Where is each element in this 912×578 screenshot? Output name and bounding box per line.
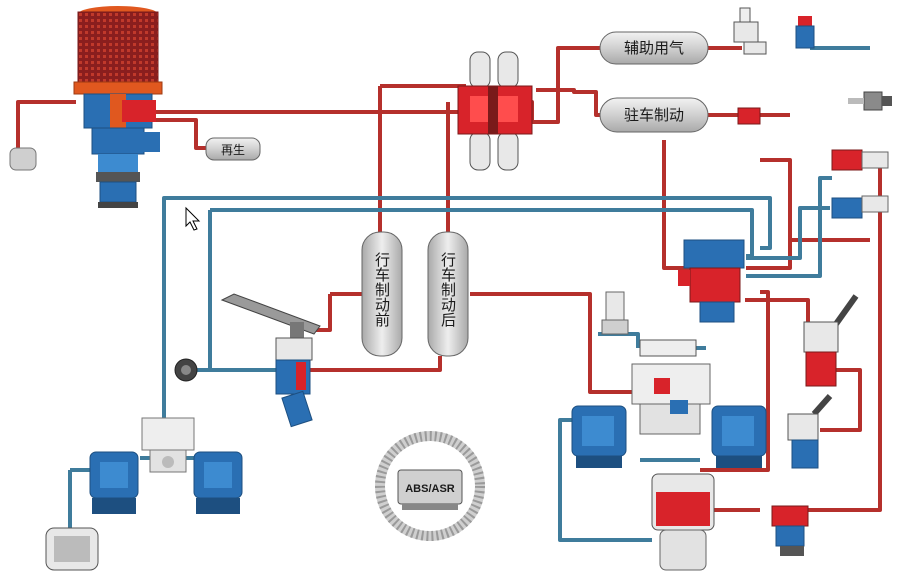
hand-brake-valve-upper bbox=[803, 294, 859, 387]
control-lines bbox=[68, 46, 870, 545]
regeneration-tank bbox=[9, 147, 37, 171]
mouse-pointer-icon bbox=[185, 206, 201, 231]
auxiliary-valve bbox=[733, 7, 767, 55]
trailer-control-valve bbox=[678, 239, 745, 323]
abs-asr-ecu: ABS/ASR bbox=[397, 469, 463, 510]
rear-service-tank: 行车制动后 bbox=[427, 231, 469, 357]
four-circuit-protection-valve bbox=[457, 51, 533, 171]
relay-valve-bottom-right bbox=[771, 505, 809, 556]
trailer-supply-coupling bbox=[831, 149, 889, 171]
auxiliary-air-label: 辅助用气 bbox=[624, 39, 684, 57]
hand-brake-valve-lower bbox=[787, 394, 833, 469]
parking-brake-label: 驻车制动 bbox=[624, 106, 684, 124]
front-right-brake-chamber bbox=[193, 451, 243, 514]
outlet-valve-top-right bbox=[795, 16, 815, 49]
auxiliary-air-tank: 辅助用气 bbox=[599, 31, 709, 65]
front-left-brake-chamber bbox=[89, 451, 139, 514]
abs-tone-ring bbox=[375, 431, 485, 541]
regeneration-box: 再生 bbox=[205, 137, 261, 161]
brake-pedal bbox=[220, 293, 321, 340]
front-service-tank: 行车制动前 bbox=[361, 231, 403, 357]
rear-right-brake-chamber bbox=[711, 405, 767, 468]
parking-relay-valve bbox=[737, 107, 761, 125]
rear-spring-brake-chamber bbox=[651, 473, 715, 571]
abs-asr-label: ABS/ASR bbox=[405, 483, 455, 495]
rear-relay-valve bbox=[631, 363, 711, 435]
rear-service-tank-label: 行车制动后 bbox=[439, 252, 457, 327]
air-dryer-unit bbox=[73, 6, 163, 208]
pressure-sensor bbox=[848, 91, 892, 111]
parking-brake-tank: 驻车制动 bbox=[599, 97, 709, 133]
quick-release-valve bbox=[601, 291, 629, 335]
rear-left-brake-chamber bbox=[571, 405, 627, 468]
front-spring-chamber bbox=[45, 527, 99, 571]
load-sensing-valve bbox=[639, 339, 697, 357]
front-service-tank-label: 行车制动前 bbox=[373, 252, 391, 328]
front-abs-valve bbox=[141, 417, 195, 473]
regeneration-label: 再生 bbox=[221, 143, 245, 157]
trailer-control-coupling bbox=[831, 195, 889, 219]
hand-brake-knob bbox=[174, 358, 198, 382]
foot-brake-valve bbox=[275, 337, 313, 428]
